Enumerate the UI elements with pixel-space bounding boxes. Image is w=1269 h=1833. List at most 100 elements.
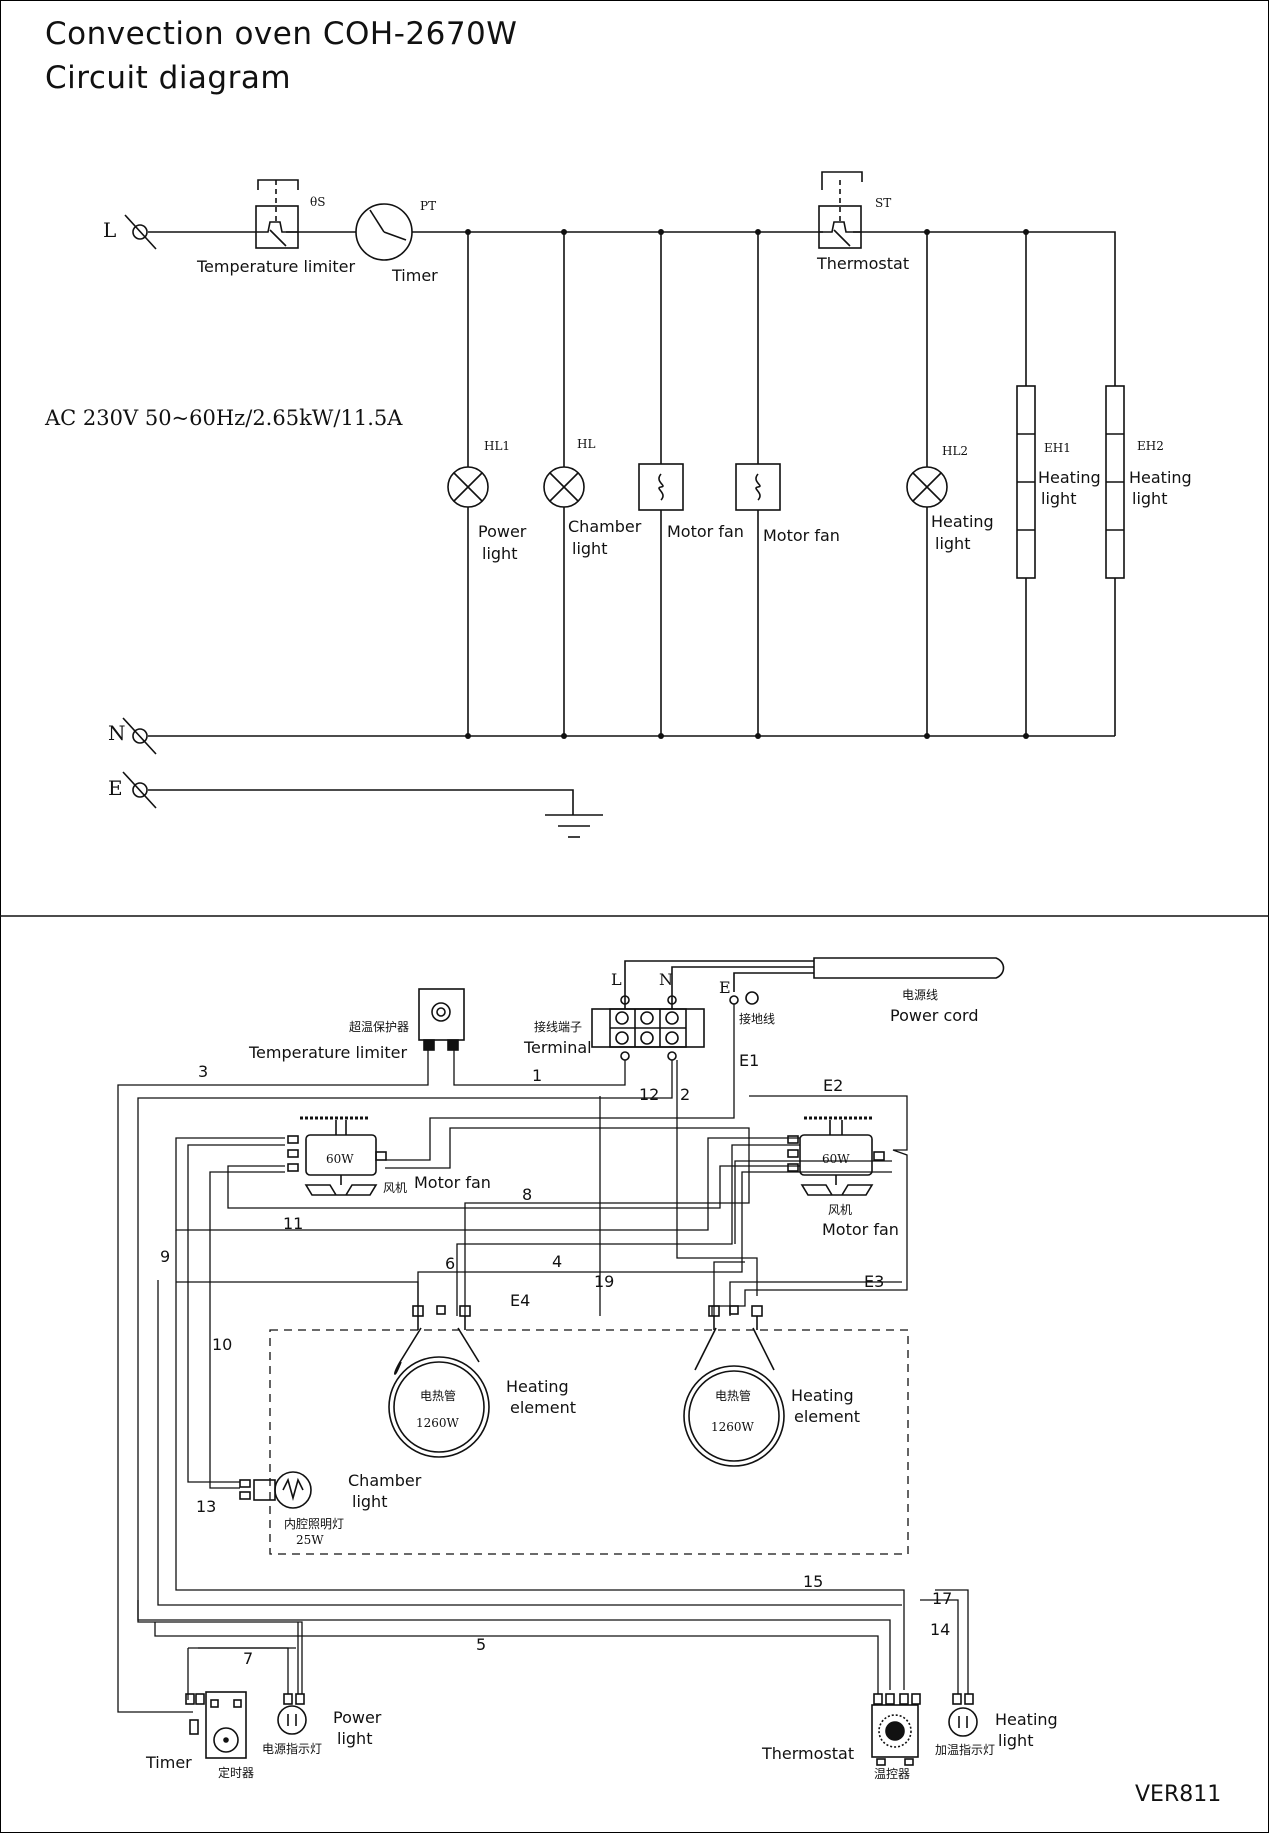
label-fan-left-cn: 风机 xyxy=(383,1181,407,1195)
label-timer-cn: 定时器 xyxy=(218,1765,254,1780)
wire-number-e3: E3 xyxy=(864,1272,884,1291)
temperature-limiter-symbol xyxy=(255,179,299,249)
label-power-light-cn: 电源指示灯 xyxy=(262,1741,322,1756)
label-timer: Timer xyxy=(391,266,438,285)
label-power-light-en-2: light xyxy=(337,1729,372,1748)
label-limiter-cn: 超温保护器 xyxy=(349,1019,409,1034)
label-L: L xyxy=(103,218,116,242)
label-heating-light-hl2-1: Heating xyxy=(931,512,994,531)
label-hl2: HL2 xyxy=(942,444,968,458)
label-fan-left-en: Motor fan xyxy=(414,1173,491,1192)
label-power-light-1: Power xyxy=(478,522,527,541)
label-hl: HL xyxy=(577,437,595,451)
label-st: ST xyxy=(875,196,891,210)
label-power-cord-en: Power cord xyxy=(890,1006,979,1025)
label-fan-right-power: 60W xyxy=(822,1152,850,1166)
page-title: Convection oven COH-2670W xyxy=(45,16,518,52)
label-element-right-cn: 电热管 xyxy=(715,1388,751,1403)
wire-number-13: 13 xyxy=(196,1497,216,1516)
thermostat-device xyxy=(871,1693,921,1766)
label-N: N xyxy=(108,721,126,745)
label-element-left-cn: 电热管 xyxy=(420,1388,456,1403)
label-chamber-light-2: light xyxy=(572,539,607,558)
heating-element-right xyxy=(683,1305,785,1467)
wires xyxy=(117,1004,969,1713)
label-motor-fan-2: Motor fan xyxy=(763,526,840,545)
label-fan-right-en: Motor fan xyxy=(822,1220,899,1239)
label-heat-light-cn: 加温指示灯 xyxy=(935,1742,995,1757)
label-term-E: E xyxy=(719,978,731,997)
label-heat-light-en-1: Heating xyxy=(995,1710,1058,1729)
label-term-L: L xyxy=(611,970,622,989)
label-element-left-en-2: element xyxy=(510,1398,576,1417)
label-temp-limiter: Temperature limiter xyxy=(196,257,355,276)
label-heat-light-en-2: light xyxy=(998,1731,1033,1750)
motor-fan-left xyxy=(287,1116,387,1196)
branch-eh1 xyxy=(1016,232,1036,736)
wire-number-6: 6 xyxy=(445,1254,455,1273)
label-thermostat-cn: 温控器 xyxy=(874,1767,910,1781)
label-thermostat-en: Thermostat xyxy=(761,1744,854,1763)
label-timer-en: Timer xyxy=(145,1753,192,1772)
branch-motor-fan-2 xyxy=(735,232,781,736)
wire-number-2: 2 xyxy=(680,1085,690,1104)
label-pt: PT xyxy=(420,199,436,213)
branch-eh2 xyxy=(1105,385,1125,579)
label-power-light-2: light xyxy=(482,544,517,563)
label-element-left-power: 1260W xyxy=(416,1416,460,1430)
label-eh1-light: light xyxy=(1041,489,1076,508)
branch-motor-fan-1 xyxy=(638,232,684,736)
wire-number-12: 12 xyxy=(639,1085,659,1104)
label-limiter-en: Temperature limiter xyxy=(248,1043,407,1062)
branch-power-light xyxy=(447,232,489,736)
wire-number-8: 8 xyxy=(522,1185,532,1204)
label-chamber-en-2: light xyxy=(352,1492,387,1511)
label-hl1: HL1 xyxy=(484,439,510,453)
label-fan-right-cn: 风机 xyxy=(828,1203,852,1217)
neutral-line xyxy=(122,717,1115,755)
wire-number-5: 5 xyxy=(476,1635,486,1654)
page-subtitle: Circuit diagram xyxy=(45,60,292,96)
wire-number-e2: E2 xyxy=(823,1076,843,1095)
thermostat-symbol xyxy=(818,171,863,249)
label-chamber-cn: 内腔照明灯 xyxy=(284,1516,344,1531)
label-eh2-heating: Heating xyxy=(1129,468,1192,487)
wire-number-9: 9 xyxy=(160,1247,170,1266)
label-element-right-en-1: Heating xyxy=(791,1386,854,1405)
branch-chamber-light xyxy=(543,232,585,736)
label-heating-light-hl2-2: light xyxy=(935,534,970,553)
label-terminal-cn: 接线端子 xyxy=(534,1019,582,1034)
earth-line xyxy=(122,771,603,838)
branch-heating-light xyxy=(906,232,948,736)
heating-element-left xyxy=(388,1305,490,1458)
label-eh2-light: light xyxy=(1132,489,1167,508)
temperature-limiter-device xyxy=(418,988,465,1051)
wire-number-3: 3 xyxy=(198,1062,208,1081)
wire-number-4: 4 xyxy=(552,1252,562,1271)
junction-dots xyxy=(465,229,1029,739)
label-element-right-power: 1260W xyxy=(711,1420,755,1434)
label-ground-cn: 接地线 xyxy=(739,1011,775,1026)
wire-number-17: 17 xyxy=(932,1589,952,1608)
rating-text: AC 230V 50~60Hz/2.65kW/11.5A xyxy=(44,406,403,430)
label-motor-fan-1: Motor fan xyxy=(667,522,744,541)
heating-indicator-device xyxy=(948,1693,978,1737)
label-eh1-heating: Heating xyxy=(1038,468,1101,487)
label-power-light-en-1: Power xyxy=(333,1708,382,1727)
label-E: E xyxy=(108,776,123,800)
label-eh1: EH1 xyxy=(1044,441,1071,455)
power-cord xyxy=(624,957,1005,992)
label-power-cord-cn: 电源线 xyxy=(902,988,938,1002)
live-line xyxy=(124,214,1116,736)
label-chamber-power: 25W xyxy=(296,1533,324,1547)
label-theta-s: θS xyxy=(310,195,325,209)
wire-number-e4: E4 xyxy=(510,1291,530,1310)
chamber-light-bulb xyxy=(239,1471,312,1509)
label-fan-left-power: 60W xyxy=(326,1152,354,1166)
timer-symbol xyxy=(355,203,413,261)
wire-number-e1: E1 xyxy=(739,1051,759,1070)
wire-number-11: 11 xyxy=(283,1214,303,1233)
label-terminal-en: Terminal xyxy=(523,1038,592,1057)
wire-number-1: 1 xyxy=(532,1066,542,1085)
